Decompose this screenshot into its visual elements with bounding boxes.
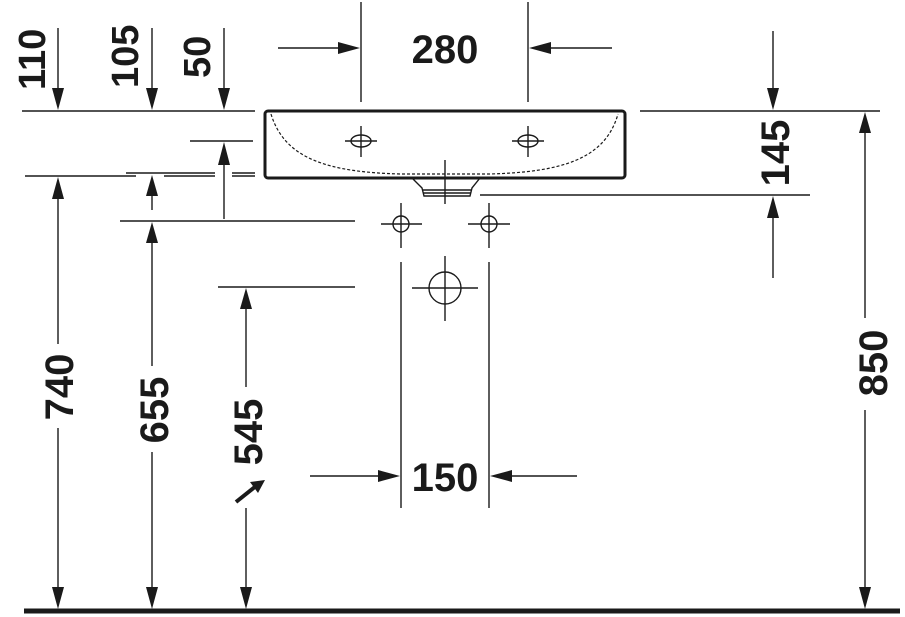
dimension-850 [859,112,871,609]
dimension-145 [767,31,779,278]
tap-hole-right [512,126,544,157]
wall-connection-right [468,203,510,248]
dimension-150 [310,470,577,482]
dimension-280 [278,42,612,54]
diagonal-arrow-icon [234,480,265,504]
dimension-50 [218,28,230,219]
wall-connection-left [381,203,422,248]
reference-lines [22,2,880,508]
label-655: 655 [133,377,177,444]
washbasin [263,109,627,204]
label-280: 280 [412,28,479,72]
label-545: 545 [227,399,271,466]
dimension-545 [234,288,265,609]
label-145: 145 [754,120,798,187]
label-150: 150 [412,456,479,500]
label-850: 850 [852,330,896,397]
label-110: 110 [12,29,54,90]
label-105: 105 [105,25,147,88]
dimension-110 [52,28,64,110]
drain-connection [412,256,478,321]
label-50: 50 [177,36,219,78]
dimension-655 [146,175,158,609]
dimension-740 [52,177,64,609]
label-740: 740 [38,354,82,421]
tap-hole-left [345,126,377,157]
dimension-105 [146,28,158,110]
